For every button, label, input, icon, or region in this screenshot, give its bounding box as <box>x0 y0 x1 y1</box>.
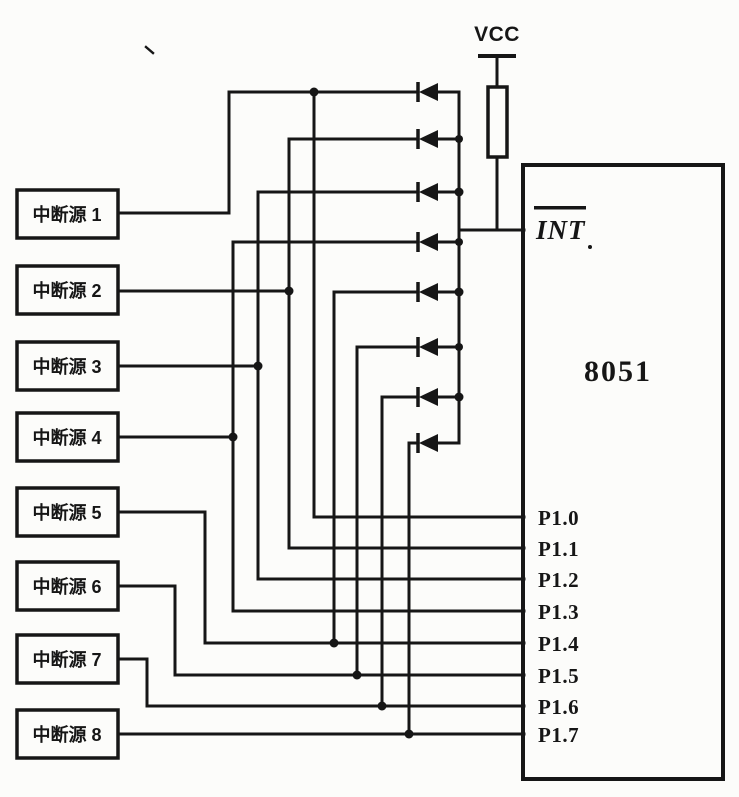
junction-dot <box>455 135 463 143</box>
interrupt-source-label-4: 中断源 4 <box>32 427 101 448</box>
diode-triangle <box>419 388 438 406</box>
pin-label-p1-4: P1.4 <box>538 632 579 656</box>
junction-dot <box>454 392 464 402</box>
source-box-outline <box>15 560 120 612</box>
diode-triangle <box>419 338 438 356</box>
junction-dot <box>329 638 339 648</box>
interrupt-source-box-5: 中断源 5 <box>15 486 120 538</box>
source-box-outline <box>15 411 120 463</box>
interrupt-source-box-3: 中断源 3 <box>15 340 120 392</box>
pullup-resistor <box>486 85 509 159</box>
wire-source7-to-p1-6 <box>118 657 526 708</box>
diode-triangle <box>419 283 438 301</box>
interrupt-source-box-6: 中断源 6 <box>15 560 120 612</box>
diode-triangle <box>419 83 438 101</box>
int-pin: INT <box>534 206 586 245</box>
wire-source4-diode4-p1-3 <box>231 240 526 613</box>
wire-source6-to-p1-5 <box>118 584 526 677</box>
pin-label-p1-0: P1.0 <box>538 506 579 530</box>
diode-2 <box>416 129 461 149</box>
junction-dots <box>228 87 464 739</box>
diode-1 <box>416 82 461 102</box>
chip-outline <box>521 163 725 781</box>
interrupt-source-box-2: 中断源 2 <box>15 264 120 316</box>
net-source-6 <box>118 345 526 677</box>
wire-source7-to-diode7 <box>380 395 420 708</box>
junction-dot <box>253 361 263 371</box>
net-source-8 <box>118 441 526 736</box>
pin-label-p1-6: P1.6 <box>538 695 579 719</box>
mcu-8051-box: INT 8051 P1.0 P1.1 P1.2 P1.3 P1.4 P1.5 P… <box>521 163 725 781</box>
interrupt-source-box-4: 中断源 4 <box>15 411 120 463</box>
interrupt-source-label-7: 中断源 7 <box>32 649 101 670</box>
interrupt-source-box-8: 中断源 8 <box>15 708 120 760</box>
interrupt-source-box-1: 中断源 1 <box>15 188 120 240</box>
int-pin-label: INT <box>535 215 586 245</box>
pin-label-p1-7: P1.7 <box>538 723 579 747</box>
junction-dot <box>455 238 463 246</box>
speck <box>144 45 155 55</box>
diode-4 <box>416 232 461 252</box>
junction-dot <box>228 432 238 442</box>
speck <box>588 245 592 249</box>
junction-dot <box>454 187 464 197</box>
resistor-body <box>486 85 509 159</box>
source-box-outline <box>15 340 120 392</box>
diode-triangle <box>419 130 438 148</box>
wire-source2-diode2-p1-1 <box>287 137 526 550</box>
wire-source8-to-diode8 <box>407 441 420 736</box>
interrupt-source-label-5: 中断源 5 <box>32 502 101 523</box>
junction-dot <box>377 701 387 711</box>
wire-source5-to-p1-4 <box>118 510 526 645</box>
wire-source1-to-diode1 <box>118 90 420 215</box>
junction-dot <box>284 286 294 296</box>
wire-source5-to-diode5 <box>332 290 420 645</box>
wire-source3-diode3-p1-2 <box>256 190 526 581</box>
interrupt-source-label-1: 中断源 1 <box>32 204 101 225</box>
interrupt-source-label-2: 中断源 2 <box>32 280 101 301</box>
interrupt-source-box-7: 中断源 7 <box>15 633 120 685</box>
net-source-4 <box>118 240 526 613</box>
pin-label-p1-5: P1.5 <box>538 664 579 688</box>
interrupt-source-label-8: 中断源 8 <box>32 724 101 745</box>
junction-dot <box>309 87 319 97</box>
vcc-label: VCC <box>474 23 520 46</box>
diode-triangle <box>419 233 438 251</box>
junction-dot <box>404 729 414 739</box>
wire-source6-to-diode6 <box>355 345 420 677</box>
pin-label-p1-1: P1.1 <box>538 537 579 561</box>
net-source-2 <box>118 137 526 550</box>
diode-3 <box>416 182 461 202</box>
source-box-outline <box>15 633 120 685</box>
net-source-3 <box>118 190 526 581</box>
diode-8 <box>416 433 461 453</box>
wire-source1-to-p1-0 <box>312 90 526 519</box>
interrupt-source-label-6: 中断源 6 <box>32 576 101 597</box>
diode-triangle <box>419 434 438 452</box>
diode-triangle <box>419 183 438 201</box>
interrupt-source-label-3: 中断源 3 <box>32 356 101 377</box>
net-source-5 <box>118 290 526 645</box>
source-box-outline <box>15 264 120 316</box>
diode-6 <box>416 337 461 357</box>
vcc-symbol: VCC <box>474 23 520 89</box>
junction-dot <box>454 287 464 297</box>
diode-7 <box>416 387 461 407</box>
pin-label-p1-2: P1.2 <box>538 568 579 592</box>
source-box-outline <box>15 188 120 240</box>
net-source-1 <box>118 90 526 519</box>
net-source-7 <box>118 395 526 708</box>
junction-dot <box>352 670 362 680</box>
diode-5 <box>416 282 461 302</box>
chip-name-label: 8051 <box>584 355 652 388</box>
pin-label-p1-3: P1.3 <box>538 600 579 624</box>
scan-specks <box>144 45 592 249</box>
int-overline <box>534 206 586 210</box>
junction-dot <box>455 343 463 351</box>
net-int-bus <box>457 90 526 445</box>
source-box-outline <box>15 708 120 760</box>
source-box-outline <box>15 486 120 538</box>
